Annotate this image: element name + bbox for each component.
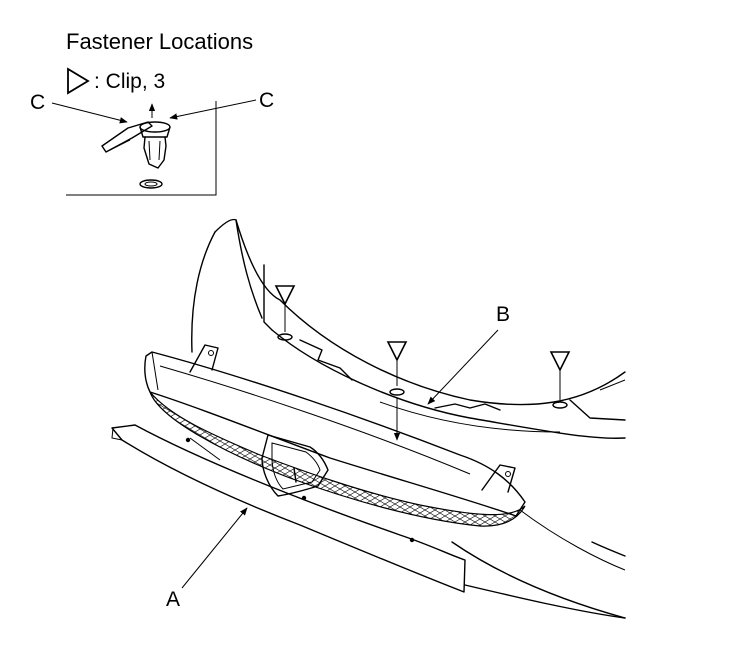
triangle-marker-icon [549, 351, 571, 372]
callout-c-left: C [30, 91, 45, 114]
inset-panel: Fastener Locations : Clip, 3 C C [30, 29, 274, 196]
legend-row: : Clip, 3 [67, 67, 165, 95]
clip-illustration [101, 121, 171, 189]
legend-label: : Clip, 3 [94, 70, 165, 93]
triangle-marker-icon [274, 285, 296, 306]
callout-a-arrow [181, 507, 248, 589]
inset-border [66, 101, 217, 196]
callout-c-left-arrow [51, 102, 128, 124]
front-grille [111, 344, 526, 593]
clip-marker-right [549, 351, 571, 409]
callout-b: B [496, 303, 510, 326]
inset-title: Fastener Locations [66, 29, 253, 54]
callout-b-arrow [427, 329, 499, 405]
clip-marker-left [274, 285, 296, 341]
callout-c-right-arrow [169, 99, 257, 120]
callout-a: A [166, 588, 180, 611]
callout-c-right: C [259, 89, 274, 112]
bumper-cover [191, 218, 626, 619]
clip-marker-center [386, 341, 408, 441]
triangle-marker-icon [386, 341, 408, 362]
triangle-marker-icon [67, 67, 90, 95]
